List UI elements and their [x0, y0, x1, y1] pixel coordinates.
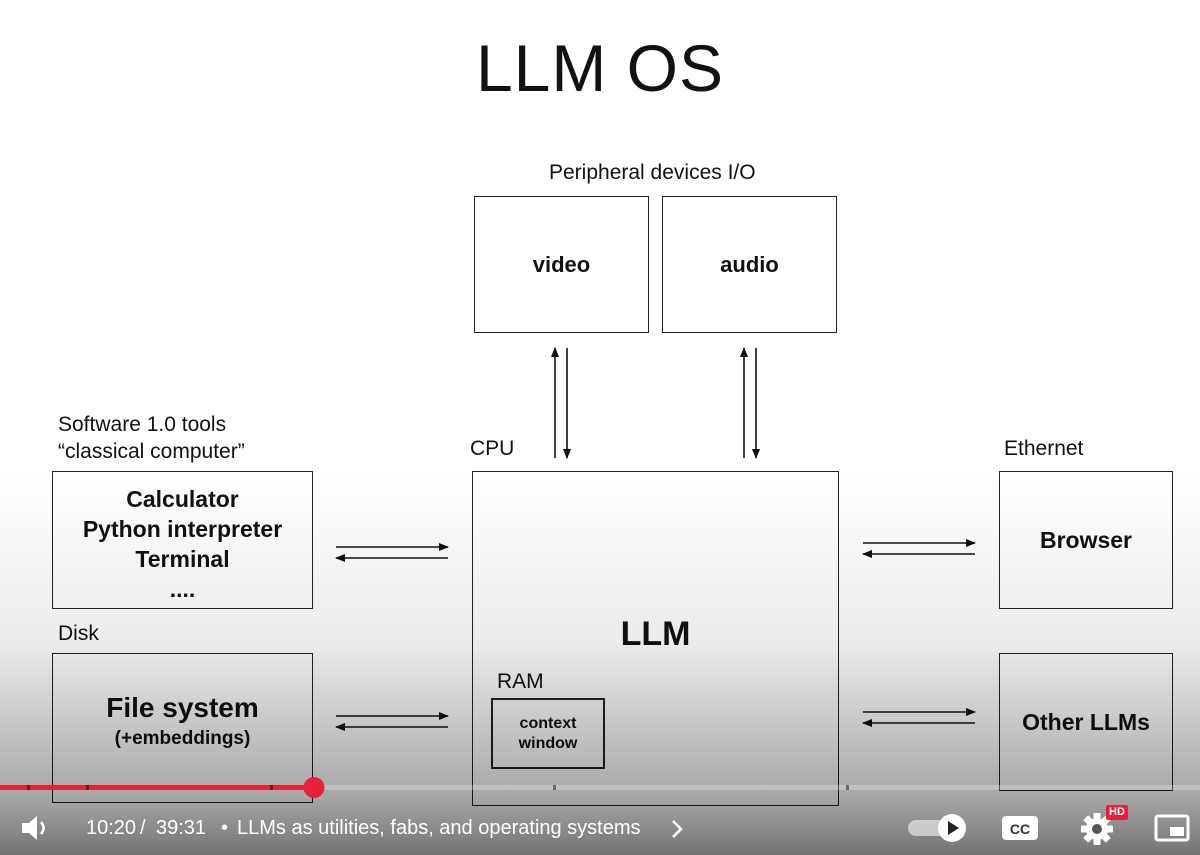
ethernet-label: Ethernet: [1004, 437, 1084, 460]
chapter-title[interactable]: LLMs as utilities, fabs, and operating s…: [237, 817, 641, 839]
chapter-bullet: •: [221, 817, 229, 839]
hd-badge: HD: [1106, 805, 1128, 820]
chapter-marker: [846, 785, 849, 790]
progress-bar[interactable]: [0, 777, 1200, 798]
software-sublabel: “classical computer”: [58, 440, 245, 463]
software-label: Software 1.0 tools: [58, 413, 227, 436]
player-controls: 10:20 / 39:31 • LLMs as utilities, fabs,…: [0, 800, 1200, 855]
audio-box: audio: [662, 196, 837, 333]
video-box: video: [474, 196, 649, 333]
chapter-marker: [553, 785, 556, 790]
video-box-label: video: [532, 251, 591, 277]
time-total: 39:31: [156, 817, 207, 839]
svg-text:CC: CC: [1010, 821, 1030, 837]
captions-icon[interactable]: CC: [1000, 812, 1040, 844]
cpu-label: CPU: [470, 437, 515, 460]
chapter-marker: [86, 785, 89, 790]
chevron-right-icon[interactable]: [670, 819, 684, 839]
progress-played: [0, 785, 314, 790]
chapter-marker: [270, 785, 273, 790]
time-current: 10:20: [86, 817, 137, 839]
autoplay-toggle-icon[interactable]: [906, 812, 968, 844]
settings-icon[interactable]: [1078, 809, 1116, 847]
miniplayer-icon[interactable]: [1153, 812, 1191, 844]
audio-box-label: audio: [720, 251, 779, 277]
slide-title: LLM OS: [475, 31, 725, 105]
progress-scrubber[interactable]: [303, 777, 325, 798]
peripheral-label: Peripheral devices I/O: [549, 161, 756, 184]
chapter-marker: [27, 785, 30, 790]
volume-icon[interactable]: [20, 812, 54, 844]
time-separator: /: [140, 817, 146, 839]
